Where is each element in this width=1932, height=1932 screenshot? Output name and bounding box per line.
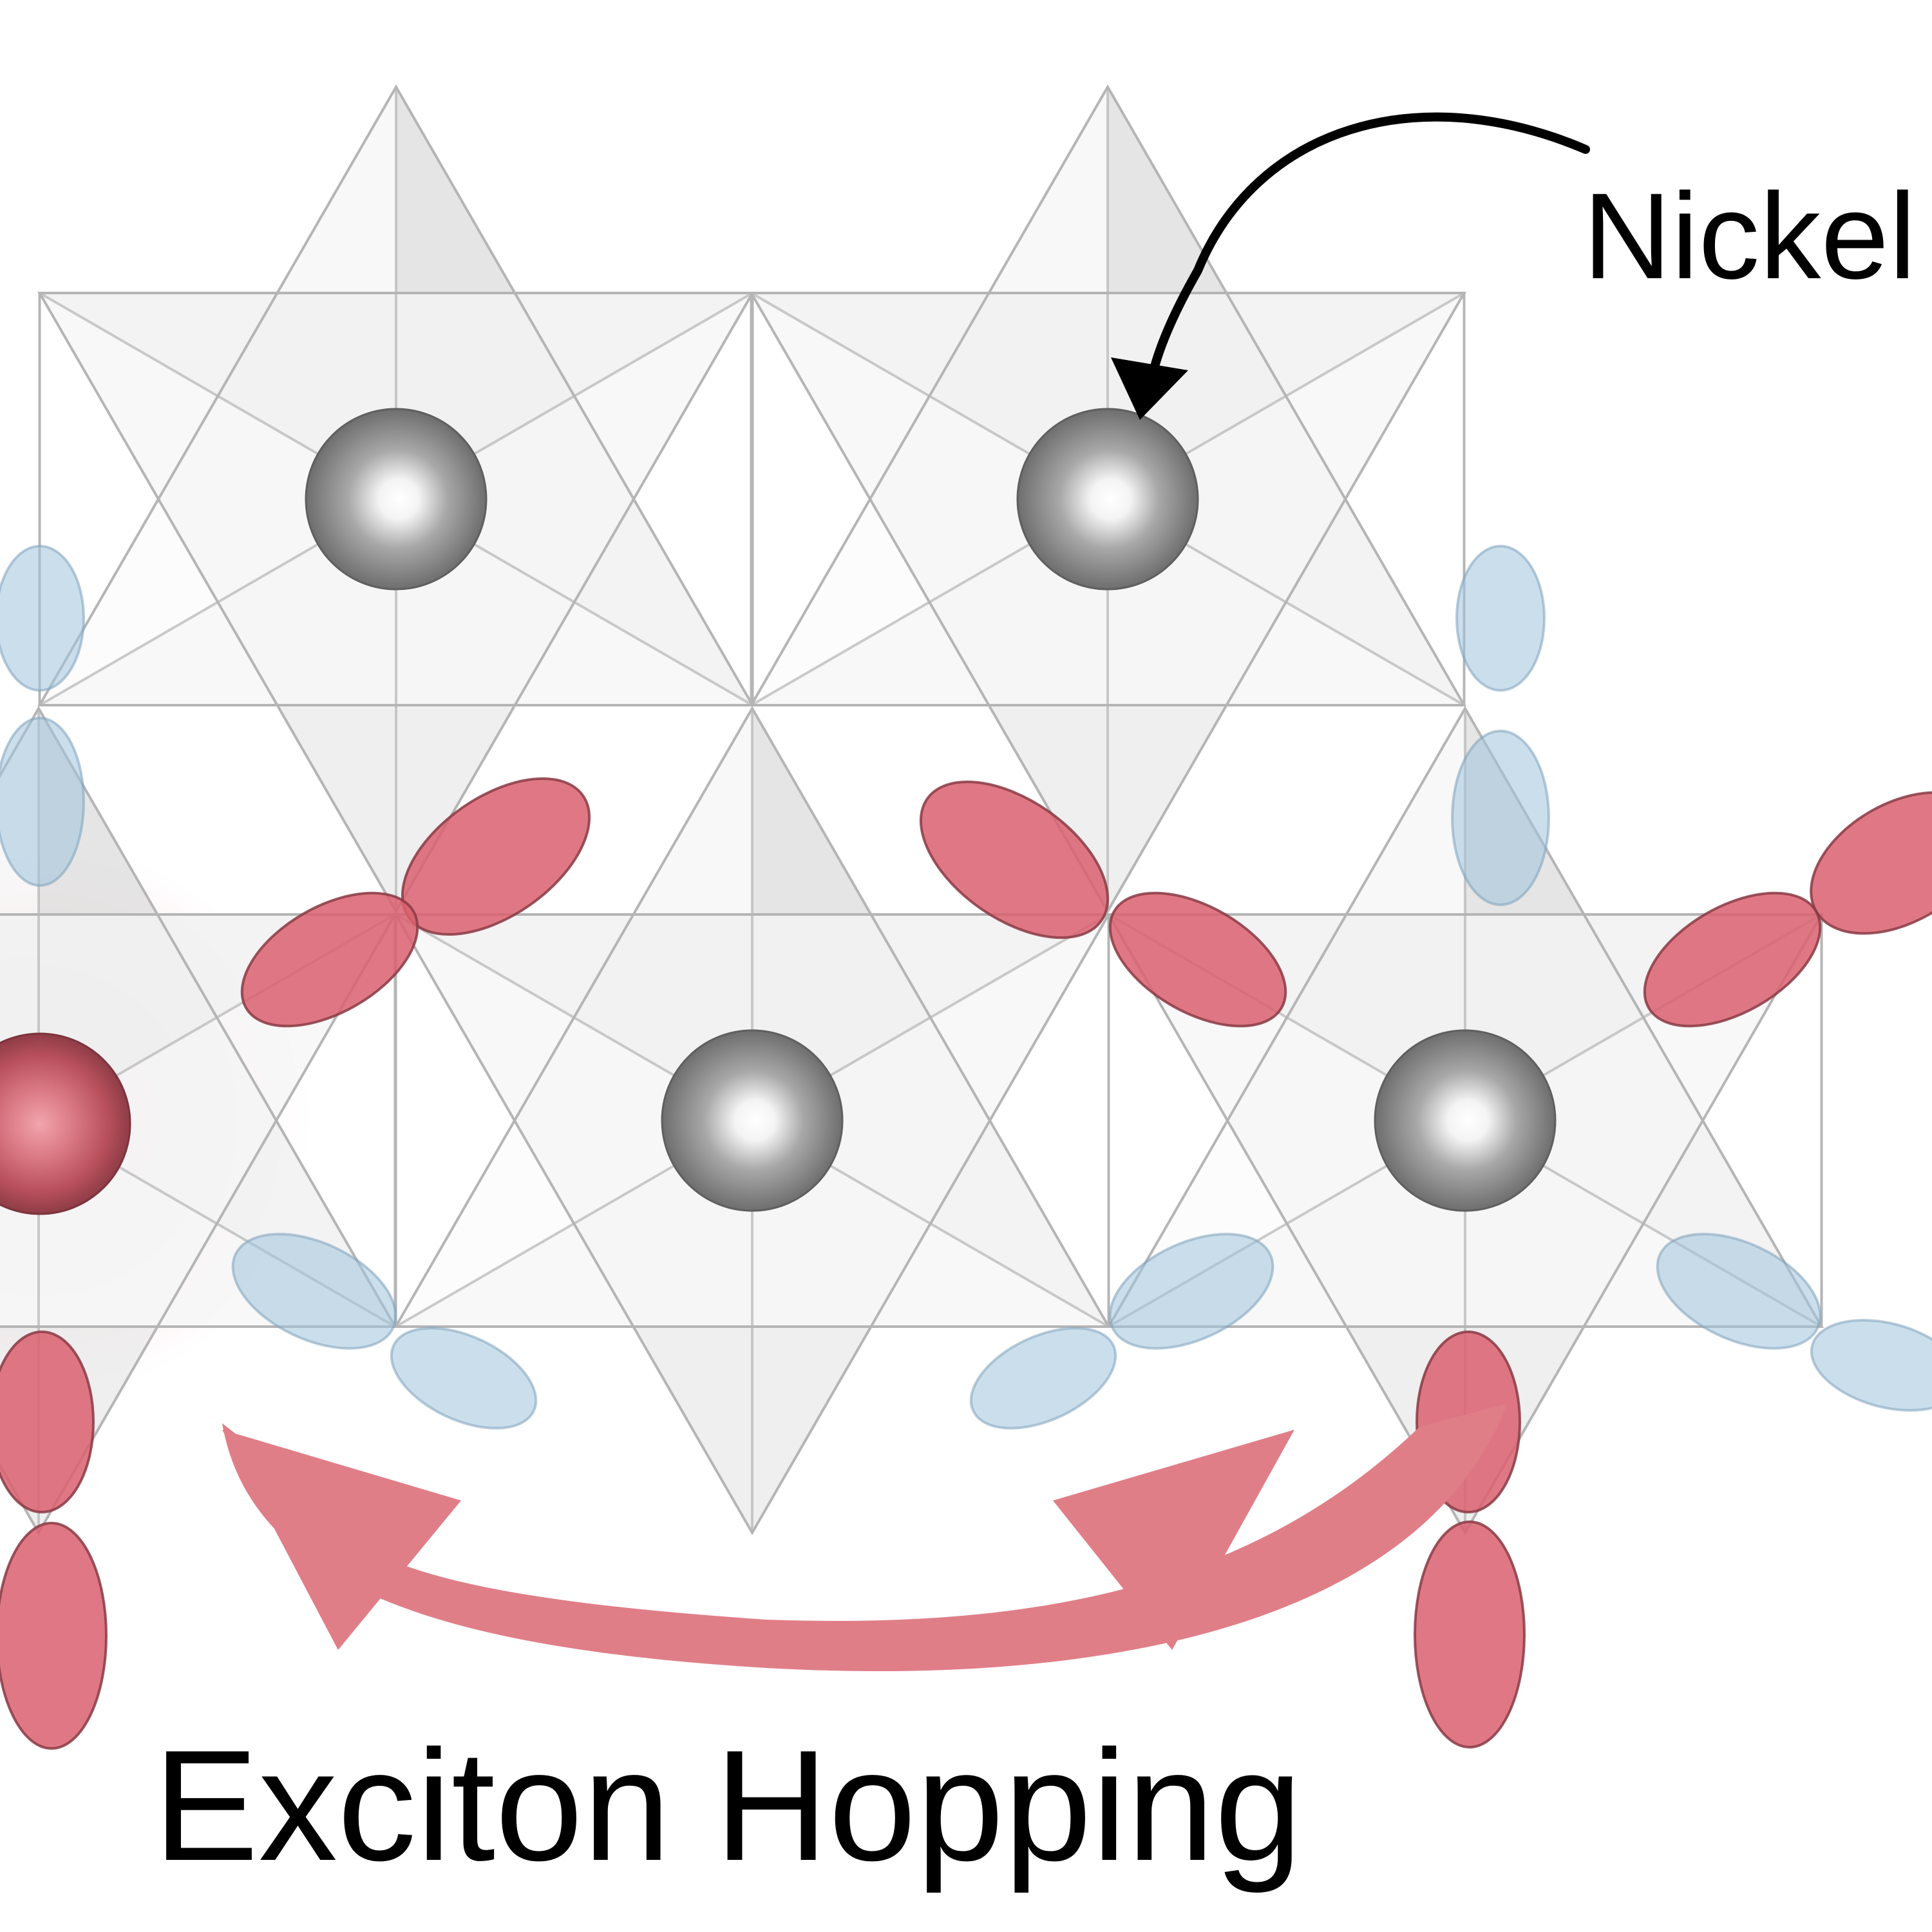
blue-orbital-lobe (1108, 1233, 1274, 1350)
curved-arrow-icon (1148, 112, 1590, 378)
blue-orbitals (0, 545, 1932, 1430)
red-orbital-lobe (1643, 891, 1822, 1028)
blue-orbital-lobe (0, 717, 85, 887)
red-orbitals (0, 777, 1932, 1750)
gray-sphere-icon (1016, 408, 1199, 591)
blue-orbital-lobe (390, 1327, 538, 1430)
blue-orbital-lobe (1451, 730, 1550, 906)
blue-orbital-lobe (1455, 545, 1546, 692)
gray-sphere-icon (305, 408, 488, 591)
blue-orbital-lobe (231, 1233, 397, 1350)
blue-orbital-lobe (1656, 1233, 1822, 1350)
nickel-atoms (0, 408, 1557, 1215)
gray-sphere-icon (661, 1029, 844, 1212)
red-sphere-icon (0, 1032, 131, 1215)
hop-arrow-left-head (222, 1430, 461, 1650)
blue-orbital-lobe (1810, 1318, 1932, 1412)
blue-orbital-lobe (0, 545, 85, 692)
blue-orbital-lobe (969, 1327, 1117, 1430)
curved-arrow-head (1111, 357, 1188, 420)
red-orbital-lobe (240, 891, 419, 1028)
gray-sphere-icon (1374, 1029, 1557, 1212)
exciton-hopping-label: Exciton Hopping (153, 1717, 1302, 1893)
red-orbital-lobe (919, 781, 1110, 939)
hop-arrow-right-head (1053, 1430, 1294, 1650)
nickel-label: Nickel (1583, 168, 1916, 305)
red-orbital-lobe (1108, 891, 1287, 1028)
red-orbital-lobe (1414, 1520, 1526, 1748)
red-orbital-lobe (0, 1522, 108, 1750)
red-orbital-lobe (0, 1331, 95, 1513)
arrows (222, 112, 1590, 1672)
